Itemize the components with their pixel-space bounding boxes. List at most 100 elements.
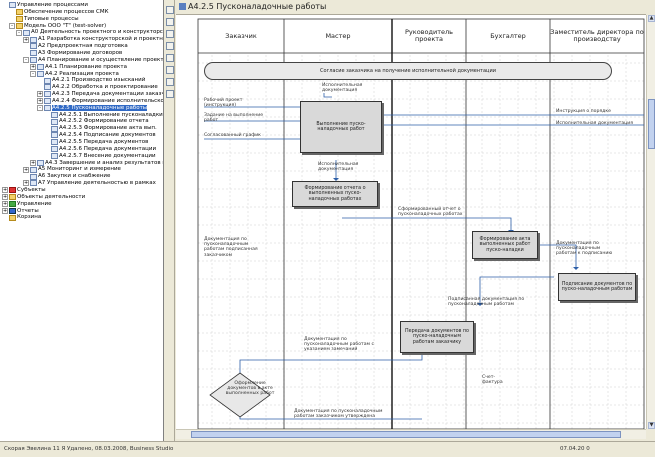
- expand-toggle-icon[interactable]: +: [2, 207, 8, 214]
- shape-tool-icon[interactable]: [166, 18, 174, 26]
- tree-item[interactable]: А4.2.5.3 Формирование акта вып.: [44, 125, 157, 132]
- tree-item[interactable]: + Субъекты: [2, 187, 46, 194]
- tree-item[interactable]: -А0 Деятельность проектного и конструкто…: [16, 29, 163, 36]
- scroll-up-icon[interactable]: ▲: [648, 15, 655, 22]
- process-box[interactable]: Передача документов по пуско-наладочным …: [400, 321, 474, 353]
- status-position: 07.04.20 0: [560, 446, 590, 452]
- tree-item[interactable]: +А7 Управление деятельностью в рамках: [23, 180, 156, 187]
- doc-icon: [37, 63, 44, 70]
- doc-icon: [30, 50, 37, 57]
- doc-icon: [44, 77, 51, 84]
- tree-item[interactable]: А2 Предпроектная подготовка: [23, 43, 128, 50]
- doc-icon: [30, 57, 37, 64]
- event-tool-icon[interactable]: [166, 78, 174, 86]
- horizontal-scrollbar[interactable]: [176, 429, 646, 439]
- tree-item[interactable]: +А5 Мониторинг и измерение: [23, 166, 121, 173]
- tree-item[interactable]: Типовые процессы: [9, 16, 79, 23]
- tree-item[interactable]: Управление процессами: [2, 2, 88, 9]
- expand-toggle-icon[interactable]: +: [23, 166, 29, 173]
- flow-label: Счет-фактура: [482, 375, 503, 386]
- flow-label: Исполнительная документация: [318, 162, 359, 173]
- tree-item[interactable]: А4.2.5.2 Формирование отчета: [44, 118, 149, 125]
- tree-item-label: А4.2.5.5 Передача документов: [59, 139, 149, 145]
- document-tab[interactable]: А4.2.5 Пусконаладочные работы: [176, 0, 646, 15]
- tree-item[interactable]: -А4 Планирование и осуществление проектн…: [23, 57, 163, 64]
- expand-toggle-icon[interactable]: +: [2, 187, 8, 194]
- doc-icon: [30, 173, 37, 180]
- decision-label[interactable]: Оформление документов в акте выполненных…: [225, 381, 275, 397]
- tree-item[interactable]: -Модель ООО "Т" (test-solver): [9, 23, 106, 30]
- zoom-tool-icon[interactable]: [166, 90, 174, 98]
- diagram-canvas[interactable]: Заказчик Мастер Руководитель проекта Бух…: [176, 15, 646, 429]
- tree-item[interactable]: А6 Закупки и снабжение: [23, 173, 110, 180]
- process-box[interactable]: Формирование акта выполненных работ пуск…: [472, 231, 538, 259]
- tree-item[interactable]: А3 Формирование договоров: [23, 50, 122, 57]
- tree-item[interactable]: А4.2.5.4 Подписание документов: [44, 132, 156, 139]
- status-bar: Скорая Эвелина 11 Я Удалено, 08.03.2008,…: [0, 441, 655, 457]
- expand-toggle-icon[interactable]: +: [37, 91, 43, 98]
- lane-master: Мастер: [325, 31, 351, 40]
- process-box[interactable]: Подписание документов по пуско-наладочны…: [558, 273, 636, 301]
- expand-toggle-icon[interactable]: +: [23, 180, 29, 187]
- doc-icon: [37, 70, 44, 77]
- scroll-thumb[interactable]: [191, 431, 621, 438]
- lane-tool-icon[interactable]: [166, 54, 174, 62]
- tree-item[interactable]: + А4.1 Планирование проекта: [30, 64, 127, 71]
- tree-item[interactable]: -А4.2 Реализация проекта: [30, 71, 119, 78]
- process-box[interactable]: Выполнение пуско-наладочных работ: [300, 101, 382, 153]
- tree-item[interactable]: Корзина: [2, 214, 41, 221]
- doc-icon: [51, 132, 58, 139]
- tree-item[interactable]: +А1 Разработка конструкторской и проектн…: [23, 36, 163, 43]
- expand-toggle-icon[interactable]: -: [37, 105, 43, 112]
- tree-item[interactable]: А4.2.5.1 Выполнение пусконаладки: [44, 112, 163, 119]
- doc-icon: [30, 180, 37, 187]
- tree-item[interactable]: Обеспечение процессов СМК: [9, 9, 109, 16]
- text-tool-icon[interactable]: [166, 42, 174, 50]
- tree-item[interactable]: -А4.2.5 Пусконаладочные работы: [37, 104, 148, 112]
- tree-item[interactable]: А4.2.1 Производство изысканий: [37, 77, 145, 84]
- tree-item[interactable]: А4.2.2 Обработка и проектирование: [37, 84, 158, 91]
- expand-toggle-icon[interactable]: +: [30, 159, 36, 166]
- tree-item[interactable]: + Управление: [2, 201, 52, 208]
- decision-tool-icon[interactable]: [166, 66, 174, 74]
- expand-toggle-icon[interactable]: -: [30, 70, 36, 77]
- expand-toggle-icon[interactable]: -: [9, 22, 15, 29]
- folder-icon: [9, 194, 16, 201]
- connector-tool-icon[interactable]: [166, 30, 174, 38]
- tree-item[interactable]: +А4.3 Завершение и анализ результатов пр…: [30, 159, 163, 167]
- lane-project-manager: Руководитель проекта: [405, 28, 453, 43]
- doc-icon: [44, 91, 51, 98]
- tree-item[interactable]: +А4.2.4 Формирование исполнительской: [37, 98, 163, 105]
- tree-item-label: Управление процессами: [17, 2, 88, 8]
- expand-toggle-icon[interactable]: -: [23, 57, 29, 64]
- expand-toggle-icon[interactable]: -: [16, 29, 22, 36]
- tree-item[interactable]: +Отчеты: [2, 208, 39, 215]
- scroll-thumb[interactable]: [648, 99, 655, 149]
- expand-toggle-icon[interactable]: +: [23, 36, 29, 43]
- tree-item[interactable]: +А4.2.3 Передача документации заказчику: [37, 91, 163, 98]
- start-event[interactable]: Согласие заказчика на получение исполнит…: [204, 62, 612, 80]
- expand-toggle-icon[interactable]: +: [2, 200, 8, 207]
- flow-label: Сформированный отчет о пусконаладочных р…: [398, 207, 463, 218]
- vertical-scrollbar[interactable]: ▲ ▼: [646, 15, 655, 429]
- tree-spacer: [44, 152, 50, 159]
- pointer-tool-icon[interactable]: [166, 6, 174, 14]
- doc-icon: [30, 166, 37, 173]
- tree-item[interactable]: А4.2.5.6 Передача документации: [44, 146, 156, 153]
- tree-item[interactable]: А4.2.5.7 Внесение документации: [44, 153, 156, 160]
- doc-icon: [23, 29, 30, 36]
- tree-item[interactable]: А4.2.5.5 Передача документов: [44, 139, 148, 146]
- doc-icon: [51, 118, 58, 125]
- expand-toggle-icon[interactable]: +: [2, 194, 8, 201]
- scroll-down-icon[interactable]: ▼: [648, 422, 655, 429]
- expand-toggle-icon[interactable]: +: [30, 63, 36, 70]
- expand-toggle-icon[interactable]: +: [37, 98, 43, 105]
- doc-icon: [44, 105, 51, 112]
- tree-item-label: Управление: [17, 200, 52, 207]
- tree-item-label: Субъекты: [17, 186, 46, 193]
- tree-item[interactable]: +Объекты деятельности: [2, 194, 85, 201]
- tree-item-label: А4.1 Планирование проекта: [45, 63, 127, 70]
- process-box[interactable]: Формирование отчета о выполненных пуско-…: [292, 181, 378, 207]
- flow-label: Исполнительная документация: [322, 83, 363, 94]
